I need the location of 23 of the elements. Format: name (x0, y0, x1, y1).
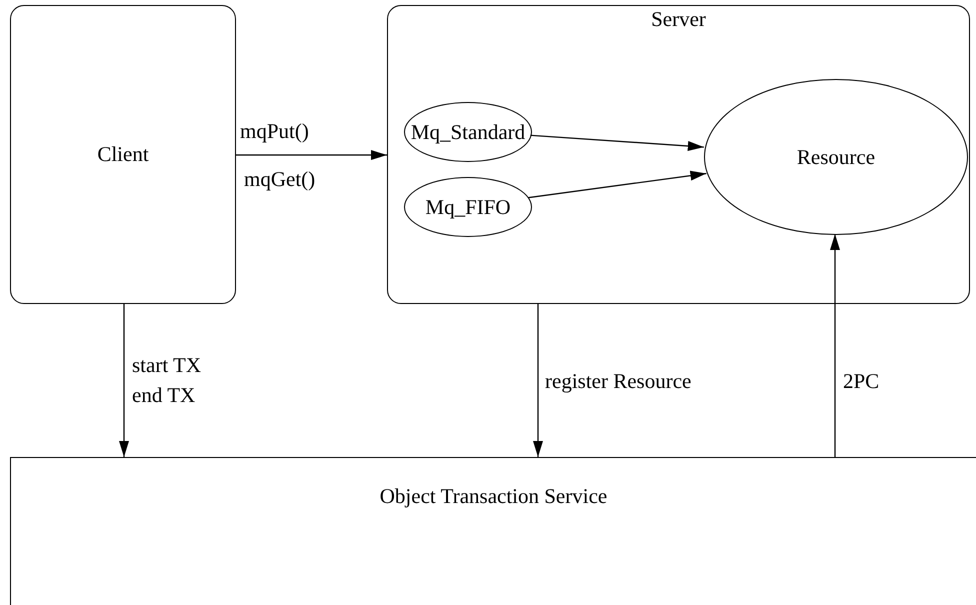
node-label: Resource (796, 144, 876, 170)
node-label: Mq_Standard (410, 118, 526, 146)
node-label: Client (97, 141, 149, 168)
process-box (10, 5, 236, 304)
node-label: Mq_FIFO (425, 194, 511, 220)
arrow (528, 170, 706, 198)
ellipse-node (404, 177, 532, 237)
ellipse-node (404, 102, 532, 162)
ellipse-node (704, 79, 968, 235)
container-box (387, 5, 970, 304)
arrow (533, 304, 543, 457)
edge-label: start TX end TX (132, 352, 202, 409)
note-text: mqGet() (244, 166, 316, 193)
edge-label: mqPut() (240, 118, 309, 145)
arrow (530, 134, 704, 151)
node-label: Server (651, 6, 706, 32)
node-label: Object Transaction Service (380, 483, 608, 510)
service-box (10, 457, 976, 605)
edge-label: 2PC (843, 368, 880, 395)
arrow (119, 304, 129, 457)
edge-label: register Resource (545, 368, 692, 395)
arrow (236, 150, 387, 160)
arrow (830, 234, 840, 457)
